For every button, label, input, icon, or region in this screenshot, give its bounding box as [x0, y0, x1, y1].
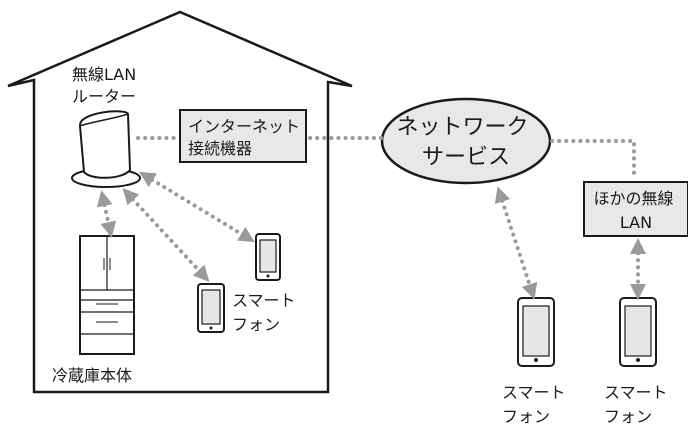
router-icon [71, 110, 141, 188]
fridge-label: 冷蔵庫本体 [52, 366, 132, 385]
house-outline [7, 10, 353, 394]
other-wlan-label: ほかの無線 LAN [593, 189, 678, 232]
internet-device-box [179, 109, 307, 163]
internet-device-label: インターネット 接続機器 [188, 117, 305, 158]
network-service-ellipse [380, 97, 552, 185]
phone-left-label: スマート フォン [502, 383, 571, 426]
link-router-phone-home [139, 171, 255, 243]
phone-home-label: スマート フォン [232, 291, 301, 334]
router-label: 無線LAN ルーター [72, 65, 141, 106]
link-router-phone-home-2 [122, 188, 210, 282]
network-service-label: ネットワーク サービス [396, 115, 535, 170]
smartphone-icon-home [255, 233, 281, 281]
other-wlan-box [583, 181, 688, 237]
refrigerator-icon [79, 235, 135, 355]
phone-right-label: スマート フォン [604, 383, 673, 426]
smartphone-icon-home-2 [197, 283, 225, 333]
link-router-fridge [96, 190, 117, 238]
link-service-otherwlan [550, 139, 636, 180]
link-service-phone-left [494, 186, 538, 300]
smartphone-icon-left [517, 297, 555, 367]
smartphone-icon-right [619, 297, 657, 367]
